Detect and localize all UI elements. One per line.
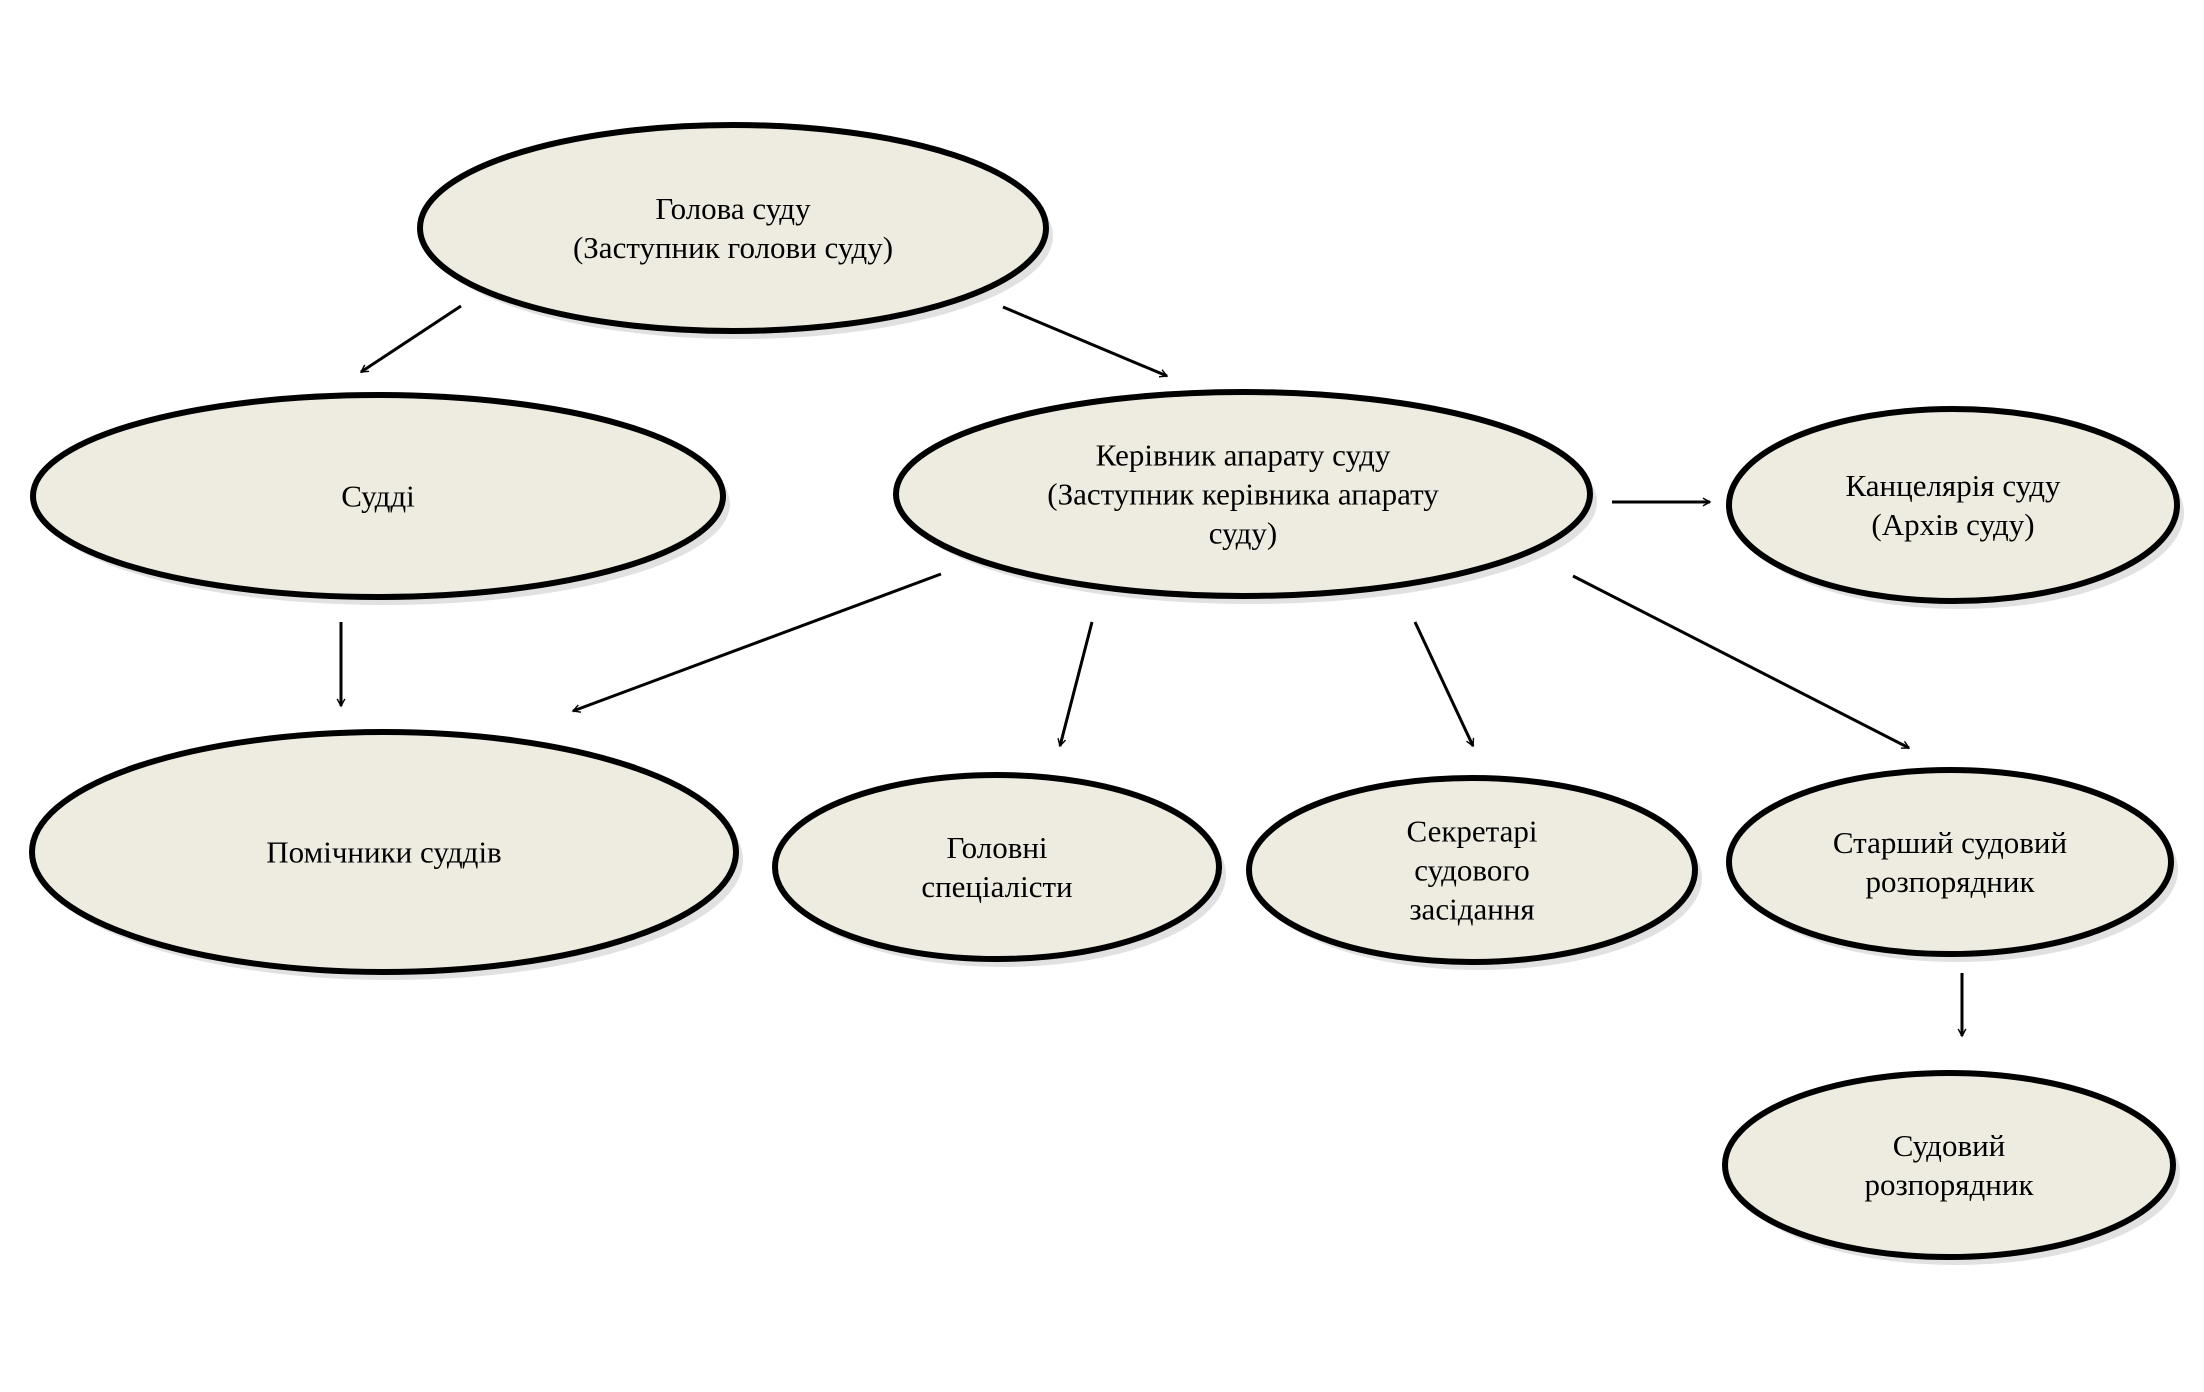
arrow-head-to-judges — [361, 304, 462, 374]
node-ellipse — [1726, 767, 2174, 957]
node-label-line: спеціалісти — [921, 869, 1072, 904]
connectors — [341, 304, 1962, 1036]
node-ellipse — [772, 772, 1222, 962]
node-label-line: (Заступник керівника апарату — [1047, 477, 1439, 512]
node-label-line: судового — [1414, 853, 1530, 888]
arrow-chief-of-staff-to-secretaries — [1413, 621, 1475, 746]
node-chancellery: Канцелярія суду (Архів суду) — [1726, 406, 2184, 609]
node-label-line: засідання — [1409, 892, 1534, 927]
node-chief-specialists: Головні спеціалісти — [772, 772, 1226, 967]
node-ellipse — [893, 389, 1593, 599]
node-label-line: Судді — [341, 479, 415, 514]
node-ellipse — [29, 729, 739, 975]
node-label-line: Канцелярія суду — [1846, 468, 2061, 503]
node-head: Голова суду (Заступник голови суду) — [417, 122, 1053, 339]
node-label-line: суду) — [1209, 516, 1278, 551]
node-clerk: Судовий розпорядник — [1722, 1070, 2180, 1265]
arrow-chief-of-staff-to-chief-specialists — [1060, 621, 1094, 746]
node-label-line: (Архів суду) — [1871, 507, 2034, 542]
node-senior-clerk: Старший судовий розпорядник — [1726, 767, 2178, 962]
node-judges: Судді — [30, 392, 730, 605]
node-chief-of-staff: Керівник апарату суду (Заступник керівник… — [893, 389, 1597, 604]
node-secretaries: Секретарі судового засідання — [1246, 775, 1702, 970]
node-label-line: розпорядник — [1864, 1167, 2034, 1202]
node-label-line: Керівник апарату суду — [1096, 438, 1391, 473]
node-label-line: Секретарі — [1407, 814, 1538, 849]
arrow-chief-of-staff-to-assistants — [573, 572, 942, 711]
node-assistants: Помічники суддів — [29, 729, 743, 980]
node-label-line: Голова суду — [655, 191, 811, 226]
node-ellipse — [1722, 1070, 2176, 1260]
node-label-line: (Заступник голови суду) — [573, 230, 893, 265]
node-label-line: Головні — [946, 830, 1047, 865]
arrow-head-to-chief-of-staff — [1002, 305, 1167, 376]
node-ellipse — [417, 122, 1049, 334]
node-label-line: Старший судовий — [1833, 825, 2067, 860]
node-ellipse — [30, 392, 726, 600]
node-label-line: Помічники суддів — [266, 835, 501, 870]
node-ellipse — [1726, 406, 2180, 604]
node-label-line: Судовий — [1893, 1128, 2006, 1163]
nodes: Голова суду (Заступник голови суду) Судді К… — [29, 122, 2184, 1265]
arrow-chief-of-staff-to-senior-clerk — [1572, 574, 1909, 750]
node-ellipse — [1246, 775, 1698, 965]
node-label-line: розпорядник — [1865, 864, 2035, 899]
